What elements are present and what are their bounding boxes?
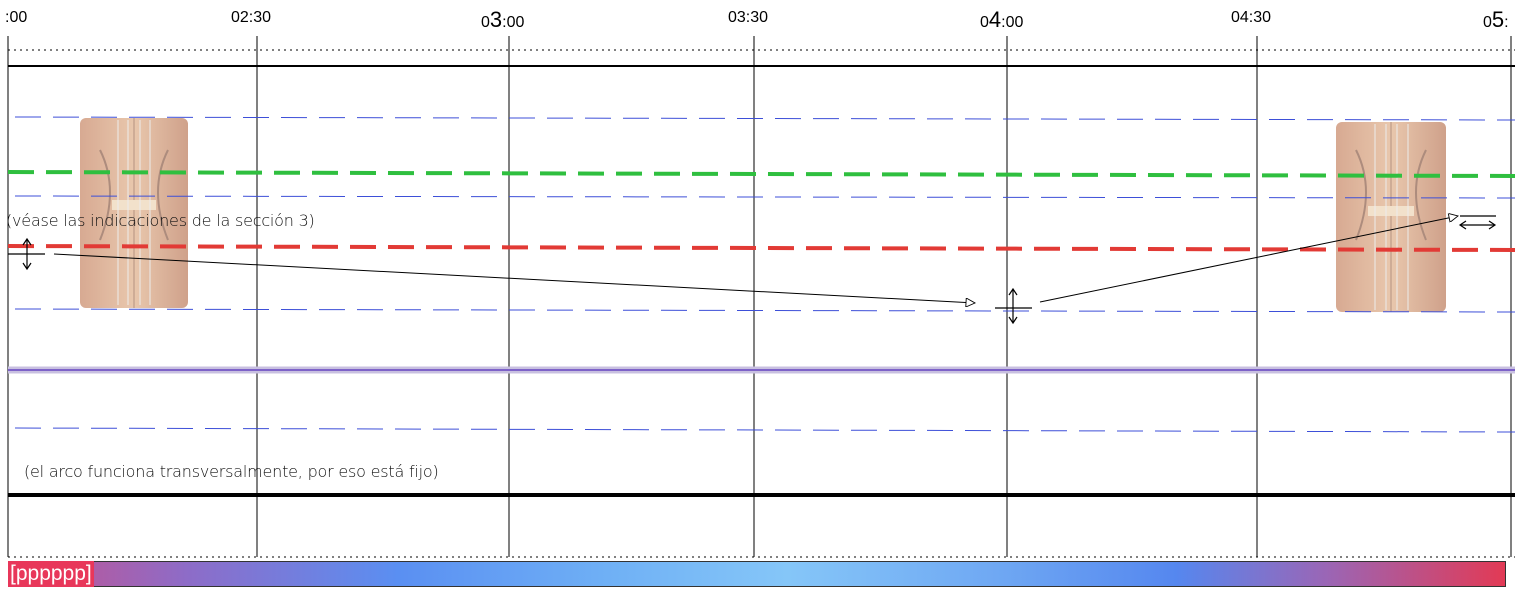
bow-note-text: (el arco funciona transversalmente, por … <box>24 462 439 481</box>
red-dashed-line <box>7 244 1516 252</box>
tick-label-0400: 04:00 <box>980 7 1024 32</box>
tick-label-0430: 04:30 <box>1231 9 1272 26</box>
section-note-text: (véase las indicaciones de la sección 3) <box>6 211 315 230</box>
green-dashed-line <box>7 170 1516 178</box>
tick-label-0230: 02:30 <box>231 9 272 26</box>
viola-icon-right <box>1336 122 1446 312</box>
dynamics-label: [pppppp] <box>8 561 94 587</box>
blue-dash-line-4 <box>14 427 1516 433</box>
blue-dash-line-2 <box>14 195 1516 199</box>
tick-label-0330: 03:30 <box>728 9 769 26</box>
blue-dash-line-1 <box>14 116 1516 121</box>
viola-icon-left <box>80 118 188 308</box>
blue-dash-line-3 <box>14 308 1516 313</box>
leftright-arrow-icon <box>1458 220 1497 230</box>
updown-arrow-icon <box>1008 287 1018 325</box>
motion-arrow-1 <box>53 253 975 303</box>
tick-label-0300: 03:00 <box>481 7 525 32</box>
tick-label-0500: 05: <box>1483 7 1509 32</box>
motion-arrow-2 <box>1039 216 1458 303</box>
dynamics-gradient-bar <box>8 561 1506 587</box>
tick-label-0200: :00 <box>5 9 28 26</box>
updown-arrow-icon <box>22 237 32 271</box>
